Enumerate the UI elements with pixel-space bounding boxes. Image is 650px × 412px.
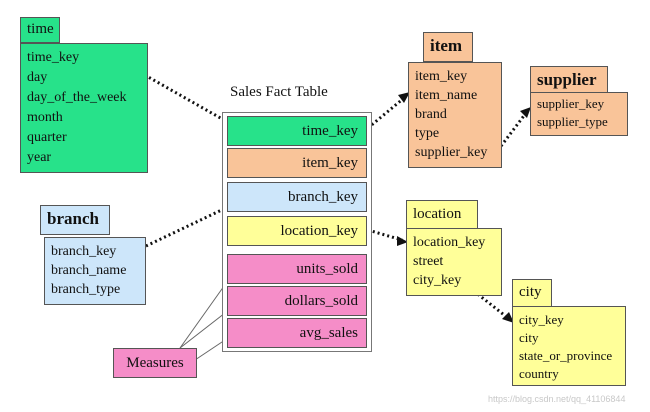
attr-day-of-the-week: day_of_the_week xyxy=(27,90,127,105)
fact-row-location-key: location_key xyxy=(227,216,367,246)
item-table-title: item xyxy=(423,32,473,62)
fact-row-branch-key: branch_key xyxy=(227,182,367,212)
time-table-title: time xyxy=(20,17,60,43)
fact-row-time-key: time_key xyxy=(227,116,367,146)
attr-quarter: quarter xyxy=(27,130,67,145)
link-city xyxy=(469,286,509,320)
city-table-title: city xyxy=(512,279,552,307)
time-table-attrs: time_key day day_of_the_week month quart… xyxy=(21,44,147,172)
city-table-attrs: city_key city state_or_province country xyxy=(513,307,625,387)
attr-time-key: time_key xyxy=(27,50,80,65)
attr-brand: brand xyxy=(415,107,447,122)
fact-row-dollars-sold: dollars_sold xyxy=(227,286,367,316)
attr-branch-key: branch_key xyxy=(51,244,117,259)
branch-table-title: branch xyxy=(40,205,110,235)
fact-row-units-sold: units_sold xyxy=(227,254,367,284)
link-location xyxy=(367,228,403,242)
arrowhead-location xyxy=(397,236,408,246)
location-table-attrs: location_key street city_key xyxy=(407,229,501,294)
attr-item-name: item_name xyxy=(415,88,478,103)
measures-label: Measures xyxy=(113,348,197,378)
arrowhead-city xyxy=(502,312,514,323)
attr-location-key: location_key xyxy=(413,235,486,250)
attr-day: day xyxy=(27,70,48,85)
attr-supplier-key: supplier_key xyxy=(537,96,605,111)
attr-city-key: city_key xyxy=(413,273,462,288)
attr-street: street xyxy=(413,254,444,269)
branch-table-attrs: branch_key branch_name branch_type xyxy=(45,238,145,303)
attr-branch-type: branch_type xyxy=(51,282,121,297)
arrowhead-item xyxy=(398,92,410,103)
item-table-attrs: item_key item_name brand type supplier_k… xyxy=(409,63,501,166)
branch-table: branch_key branch_name branch_type xyxy=(44,237,146,305)
attr-country: country xyxy=(519,366,559,381)
link-branch xyxy=(145,204,231,248)
supplier-table-attrs: supplier_key supplier_type xyxy=(531,93,627,135)
time-table: time_key day day_of_the_week month quart… xyxy=(20,43,148,173)
attr-branch-name: branch_name xyxy=(51,263,127,278)
attr-city-key: city_key xyxy=(519,312,564,327)
attr-state-or-province: state_or_province xyxy=(519,348,613,363)
link-item xyxy=(367,96,405,130)
attr-month: month xyxy=(27,110,63,125)
attr-type: type xyxy=(415,126,440,141)
attr-year: year xyxy=(27,150,52,165)
attr-supplier-key: supplier_key xyxy=(415,145,488,160)
fact-row-avg-sales: avg_sales xyxy=(227,318,367,348)
supplier-table-title: supplier xyxy=(530,66,608,96)
item-table: item_key item_name brand type supplier_k… xyxy=(408,62,502,168)
supplier-table: supplier_key supplier_type xyxy=(530,92,628,136)
arrowhead-supplier xyxy=(520,107,531,118)
attr-city: city xyxy=(519,330,539,345)
watermark: https://blog.csdn.net/qq_41106844 xyxy=(488,394,626,404)
location-table: location_key street city_key xyxy=(406,228,502,296)
fact-row-item-key: item_key xyxy=(227,148,367,178)
fact-table-title: Sales Fact Table xyxy=(230,84,328,100)
city-table: city_key city state_or_province country xyxy=(512,306,626,386)
attr-item-key: item_key xyxy=(415,69,468,84)
attr-supplier-type: supplier_type xyxy=(537,114,608,129)
location-table-title: location xyxy=(406,200,478,230)
